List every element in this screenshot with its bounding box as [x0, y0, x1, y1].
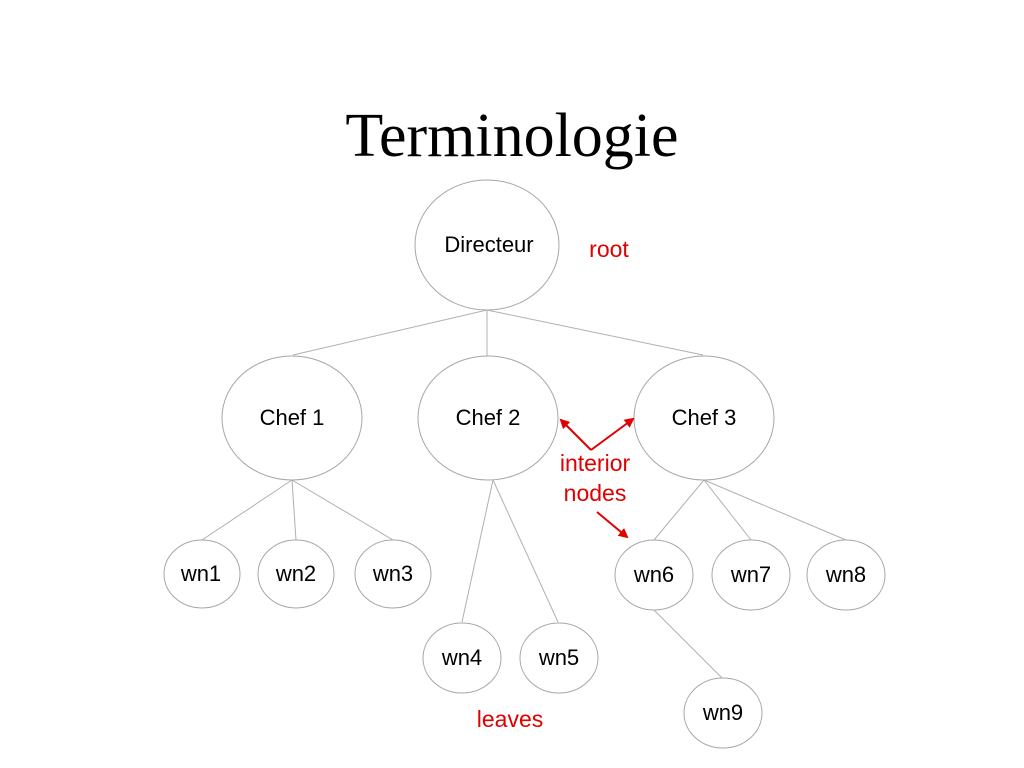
node-label-wn2: wn2 [275, 561, 316, 586]
node-label-wn3: wn3 [372, 561, 413, 586]
node-wn6: wn6 [614, 539, 694, 611]
node-label-chef3: Chef 3 [672, 405, 737, 430]
annotation-interior-line2: nodes [564, 480, 627, 506]
edge-chef3-wn7 [703, 479, 752, 541]
annotation-root: root [589, 236, 629, 262]
node-label-root: Directeur [444, 232, 533, 257]
node-wn2: wn2 [257, 539, 335, 609]
edge-chef1-wn3 [291, 479, 394, 541]
edge-chef1-wn1 [201, 479, 293, 541]
arrow-to-chef3 [590, 417, 635, 451]
node-label-wn5: wn5 [538, 645, 579, 670]
node-wn8: wn8 [806, 539, 886, 611]
edge-chef2-wn4 [461, 479, 494, 623]
node-label-chef1: Chef 1 [260, 405, 325, 430]
node-root: Directeur [414, 179, 560, 311]
node-label-wn4: wn4 [441, 645, 482, 670]
edge-root-chef1 [292, 309, 488, 356]
edge-chef3-wn6 [653, 479, 705, 541]
node-wn4: wn4 [422, 622, 502, 694]
node-label-wn7: wn7 [730, 562, 771, 587]
annotation-interior-line1: interior [560, 450, 631, 476]
node-label-wn8: wn8 [825, 562, 866, 587]
node-wn9: wn9 [683, 677, 763, 749]
arrow-to-wn6 [596, 511, 629, 539]
arrow-to-chef2 [559, 418, 592, 451]
slide-title: Terminologie [345, 102, 679, 170]
edge-chef2-wn5 [492, 479, 559, 623]
edge-chef3-wn8 [703, 479, 847, 541]
edge-wn6-wn9 [653, 609, 723, 679]
node-wn1: wn1 [163, 539, 241, 609]
node-wn5: wn5 [519, 622, 599, 694]
node-label-wn6: wn6 [633, 562, 674, 587]
edge-chef1-wn2 [291, 479, 297, 541]
node-wn7: wn7 [711, 539, 791, 611]
node-label-wn1: wn1 [180, 561, 221, 586]
node-label-wn9: wn9 [702, 700, 743, 725]
node-chef1: Chef 1 [221, 355, 363, 481]
node-chef2: Chef 2 [417, 355, 559, 481]
node-label-chef2: Chef 2 [456, 405, 521, 430]
interior-nodes-arrows [559, 417, 635, 539]
node-chef3: Chef 3 [633, 355, 775, 481]
node-wn3: wn3 [354, 539, 432, 609]
edge-root-chef3 [486, 309, 704, 356]
annotation-leaves: leaves [477, 706, 543, 732]
tree-edges [201, 309, 847, 679]
